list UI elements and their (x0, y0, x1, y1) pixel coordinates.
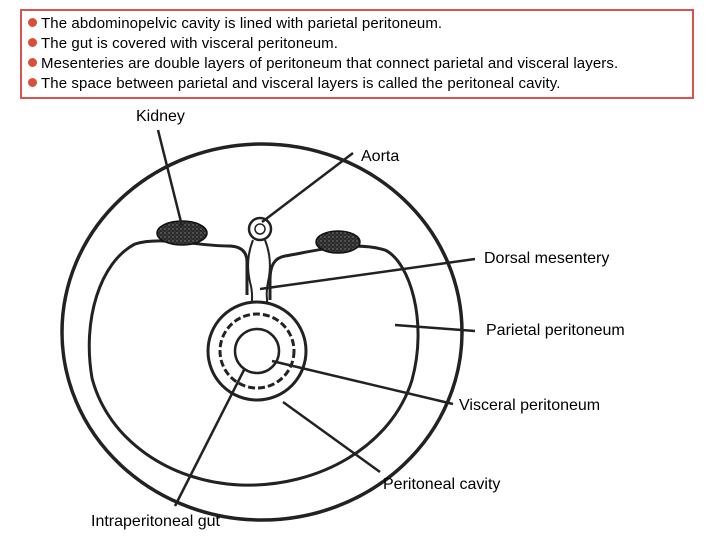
leader-line (282, 400, 381, 474)
note-text: The abdominopelvic cavity is lined with … (41, 15, 443, 32)
label-parietal-peritoneum: Parietal peritoneum (486, 322, 625, 339)
note-text: Mesenteries are double layers of periton… (41, 55, 619, 72)
label-peritoneal-cavity: Peritoneal cavity (383, 476, 501, 493)
bullet-icon (28, 78, 37, 87)
label-dorsal-mesentery: Dorsal mesentery (484, 250, 610, 267)
body-wall-outer (60, 142, 464, 522)
kidney-right (315, 230, 361, 254)
aorta-lumen (254, 223, 266, 235)
label-visceral-peritoneum: Visceral peritoneum (459, 397, 601, 414)
note-1: The abdominopelvic cavity is lined with … (28, 14, 686, 34)
label-kidney: Kidney (136, 108, 185, 125)
note-text: The gut is covered with visceral periton… (41, 35, 339, 52)
note-3: Mesenteries are double layers of periton… (28, 54, 686, 74)
leader-line (259, 257, 476, 291)
note-4: The space between parietal and visceral … (28, 74, 686, 94)
label-intraperitoneal-gut: Intraperitoneal gut (91, 513, 220, 530)
leader-line (271, 359, 454, 406)
bullet-icon (28, 18, 37, 27)
bullet-icon (28, 58, 37, 67)
leader-line (156, 129, 184, 227)
bullet-icon (28, 38, 37, 47)
leader-line (394, 323, 476, 333)
leader-line (173, 367, 247, 507)
note-2: The gut is covered with visceral periton… (28, 34, 686, 54)
note-text: The space between parietal and visceral … (41, 75, 561, 92)
leader-line (261, 152, 354, 223)
gut-wall (218, 312, 296, 390)
gut-lumen (233, 327, 281, 375)
label-aorta: Aorta (361, 148, 400, 165)
notes-box: The abdominopelvic cavity is lined with … (20, 9, 694, 99)
